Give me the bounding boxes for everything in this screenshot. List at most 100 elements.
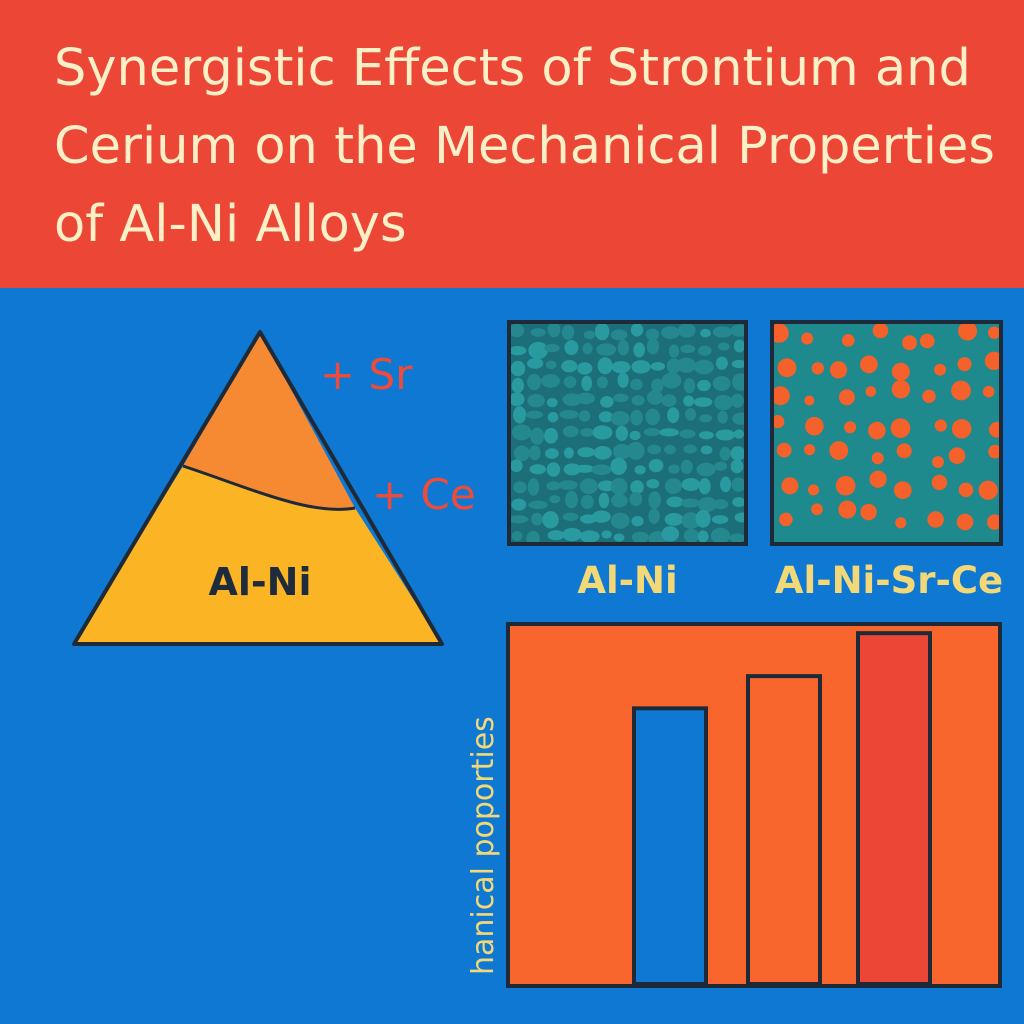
grain — [544, 427, 558, 444]
grain — [715, 429, 736, 441]
grain — [680, 459, 693, 474]
grain — [664, 444, 676, 455]
grain — [565, 490, 578, 509]
grain — [668, 344, 680, 358]
grain — [733, 429, 744, 439]
grain — [612, 443, 632, 460]
grain — [511, 377, 524, 394]
micrograph-al-ni-sr-ce — [770, 320, 1003, 546]
grain — [615, 425, 629, 441]
grain — [596, 376, 608, 389]
particle — [811, 503, 823, 516]
grain — [529, 464, 547, 475]
particle — [948, 447, 966, 465]
triangle-base-label: Al-Ni — [208, 560, 312, 604]
grain — [698, 478, 711, 495]
page-title: Synergistic Effects of Strontium and Cer… — [54, 39, 995, 254]
particle — [829, 441, 849, 460]
grain — [582, 342, 593, 355]
grain — [544, 344, 560, 353]
particle — [808, 484, 820, 496]
grain — [660, 326, 680, 339]
particle — [931, 474, 948, 491]
grain — [561, 325, 575, 340]
grain — [679, 429, 696, 439]
grain — [647, 444, 662, 455]
grain — [598, 411, 613, 423]
grain — [525, 410, 544, 419]
particle — [838, 500, 857, 519]
grain — [513, 481, 527, 494]
grain — [648, 458, 664, 473]
grain — [629, 492, 643, 507]
grain — [511, 498, 527, 511]
particle — [841, 333, 855, 347]
grain — [547, 411, 559, 423]
grain — [626, 441, 645, 460]
grain — [710, 527, 730, 542]
grain — [697, 379, 711, 392]
grain — [562, 425, 579, 438]
grain — [581, 375, 593, 392]
grain — [633, 342, 645, 358]
grain — [683, 529, 700, 542]
grain — [511, 324, 525, 338]
grain — [563, 463, 581, 476]
grain — [676, 357, 696, 373]
particle — [869, 470, 887, 488]
grain — [547, 324, 561, 338]
grain — [732, 497, 744, 508]
grain — [715, 356, 728, 370]
grain — [549, 495, 561, 504]
grain — [578, 410, 591, 422]
particle — [811, 362, 825, 375]
grain — [528, 500, 548, 510]
grain — [643, 428, 661, 437]
grain — [699, 414, 713, 423]
grain — [631, 360, 651, 374]
grain — [596, 343, 617, 356]
grain — [645, 408, 660, 426]
grain — [530, 427, 545, 445]
particle — [982, 385, 995, 398]
grain — [580, 494, 594, 510]
grain — [579, 478, 598, 494]
grain — [733, 339, 744, 353]
grain — [678, 324, 696, 338]
grain — [513, 406, 527, 424]
grain — [630, 409, 643, 426]
grain — [610, 411, 630, 426]
grain — [617, 339, 630, 356]
grain — [713, 499, 729, 510]
grain — [511, 530, 523, 542]
grain — [563, 375, 577, 388]
grain — [732, 412, 744, 425]
grain — [526, 358, 544, 369]
grain — [734, 512, 744, 523]
particle — [776, 442, 792, 458]
bar-2 — [746, 674, 822, 987]
grain — [559, 410, 579, 419]
grain — [580, 427, 595, 437]
particle — [987, 326, 999, 339]
grain — [546, 481, 561, 491]
bar-3 — [856, 631, 932, 986]
grain — [544, 448, 559, 459]
grain — [564, 340, 579, 356]
grain — [680, 498, 700, 508]
grain — [592, 425, 613, 440]
particle — [871, 452, 884, 465]
grain — [579, 530, 600, 542]
grain — [546, 397, 558, 408]
grain — [730, 446, 744, 461]
strontium-addition-label: + Sr — [320, 350, 413, 399]
grain — [698, 431, 714, 440]
particle — [978, 480, 998, 500]
grain — [545, 360, 557, 370]
grain — [613, 393, 629, 403]
grain — [527, 478, 540, 496]
grain — [574, 464, 595, 473]
grain — [729, 533, 744, 542]
particle — [988, 444, 999, 459]
particle — [891, 362, 910, 381]
